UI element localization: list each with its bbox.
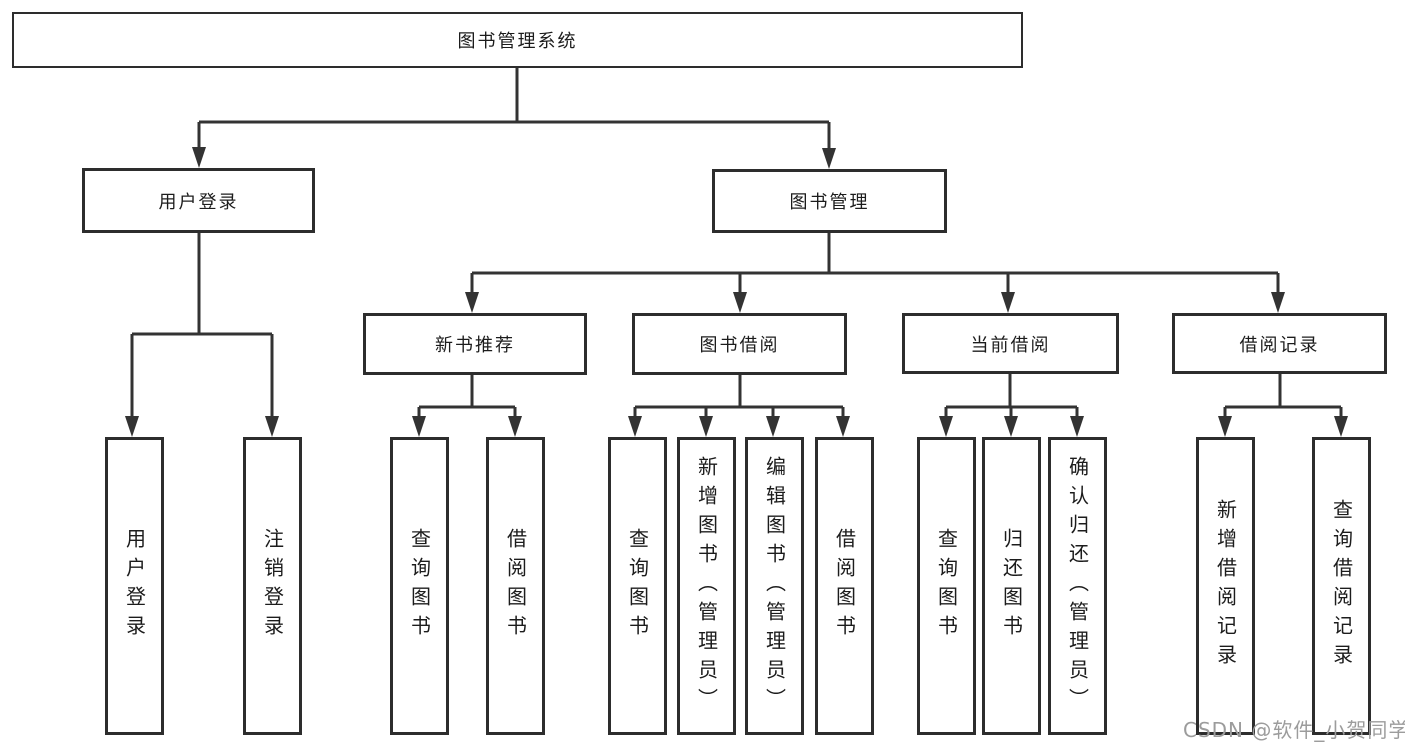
connector-book-mgmt-to-level3 [470,233,1280,293]
leaf-query-books-recommend: 查询图书 [390,437,449,735]
leaf-edit-books-admin: 编辑图书（管理员） [745,437,804,735]
connector-user-login-group [130,233,274,417]
leaf-return-books: 归还图书 [982,437,1041,735]
node-current-borrowing: 当前借阅 [902,313,1119,374]
leaf-borrow-books: 借阅图书 [815,437,874,735]
node-new-book-recommend: 新书推荐 [363,313,587,375]
csdn-watermark: CSDN @软件_小贺同学 [1183,718,1405,742]
arrowheads-new-book-group [412,416,522,437]
leaf-add-borrow-record: 新增借阅记录 [1196,437,1255,735]
arrowheads-user-login-group [125,416,279,437]
arrowheads-level3 [465,292,1285,313]
leaf-add-books-admin: 新增图书（管理员） [677,437,736,735]
leaf-borrow-books-recommend: 借阅图书 [486,437,545,735]
leaf-query-borrow-record: 查询借阅记录 [1312,437,1371,735]
leaf-confirm-return-admin: 确认归还（管理员） [1048,437,1107,735]
node-book-management: 图书管理 [712,169,947,233]
arrowheads-level2 [192,147,836,169]
connector-new-book-group [417,375,517,417]
leaf-user-login: 用户登录 [105,437,164,735]
leaf-query-books-current: 查询图书 [917,437,976,735]
node-user-login: 用户登录 [82,168,315,233]
connector-book-borrow-group [633,375,845,417]
leaf-query-books-borrow: 查询图书 [608,437,667,735]
node-book-borrowing: 图书借阅 [632,313,847,375]
arrowheads-book-borrow-group [628,416,850,437]
node-library-management-system: 图书管理系统 [12,12,1023,68]
node-borrowing-records: 借阅记录 [1172,313,1387,374]
leaf-logout: 注销登录 [243,437,302,735]
arrowheads-borrow-record-group [1218,416,1348,437]
connector-root-to-level2 [197,68,831,150]
connector-borrow-record-group [1223,374,1343,417]
arrowheads-current-borrow-group [939,416,1084,437]
connector-current-borrow-group [944,374,1079,417]
